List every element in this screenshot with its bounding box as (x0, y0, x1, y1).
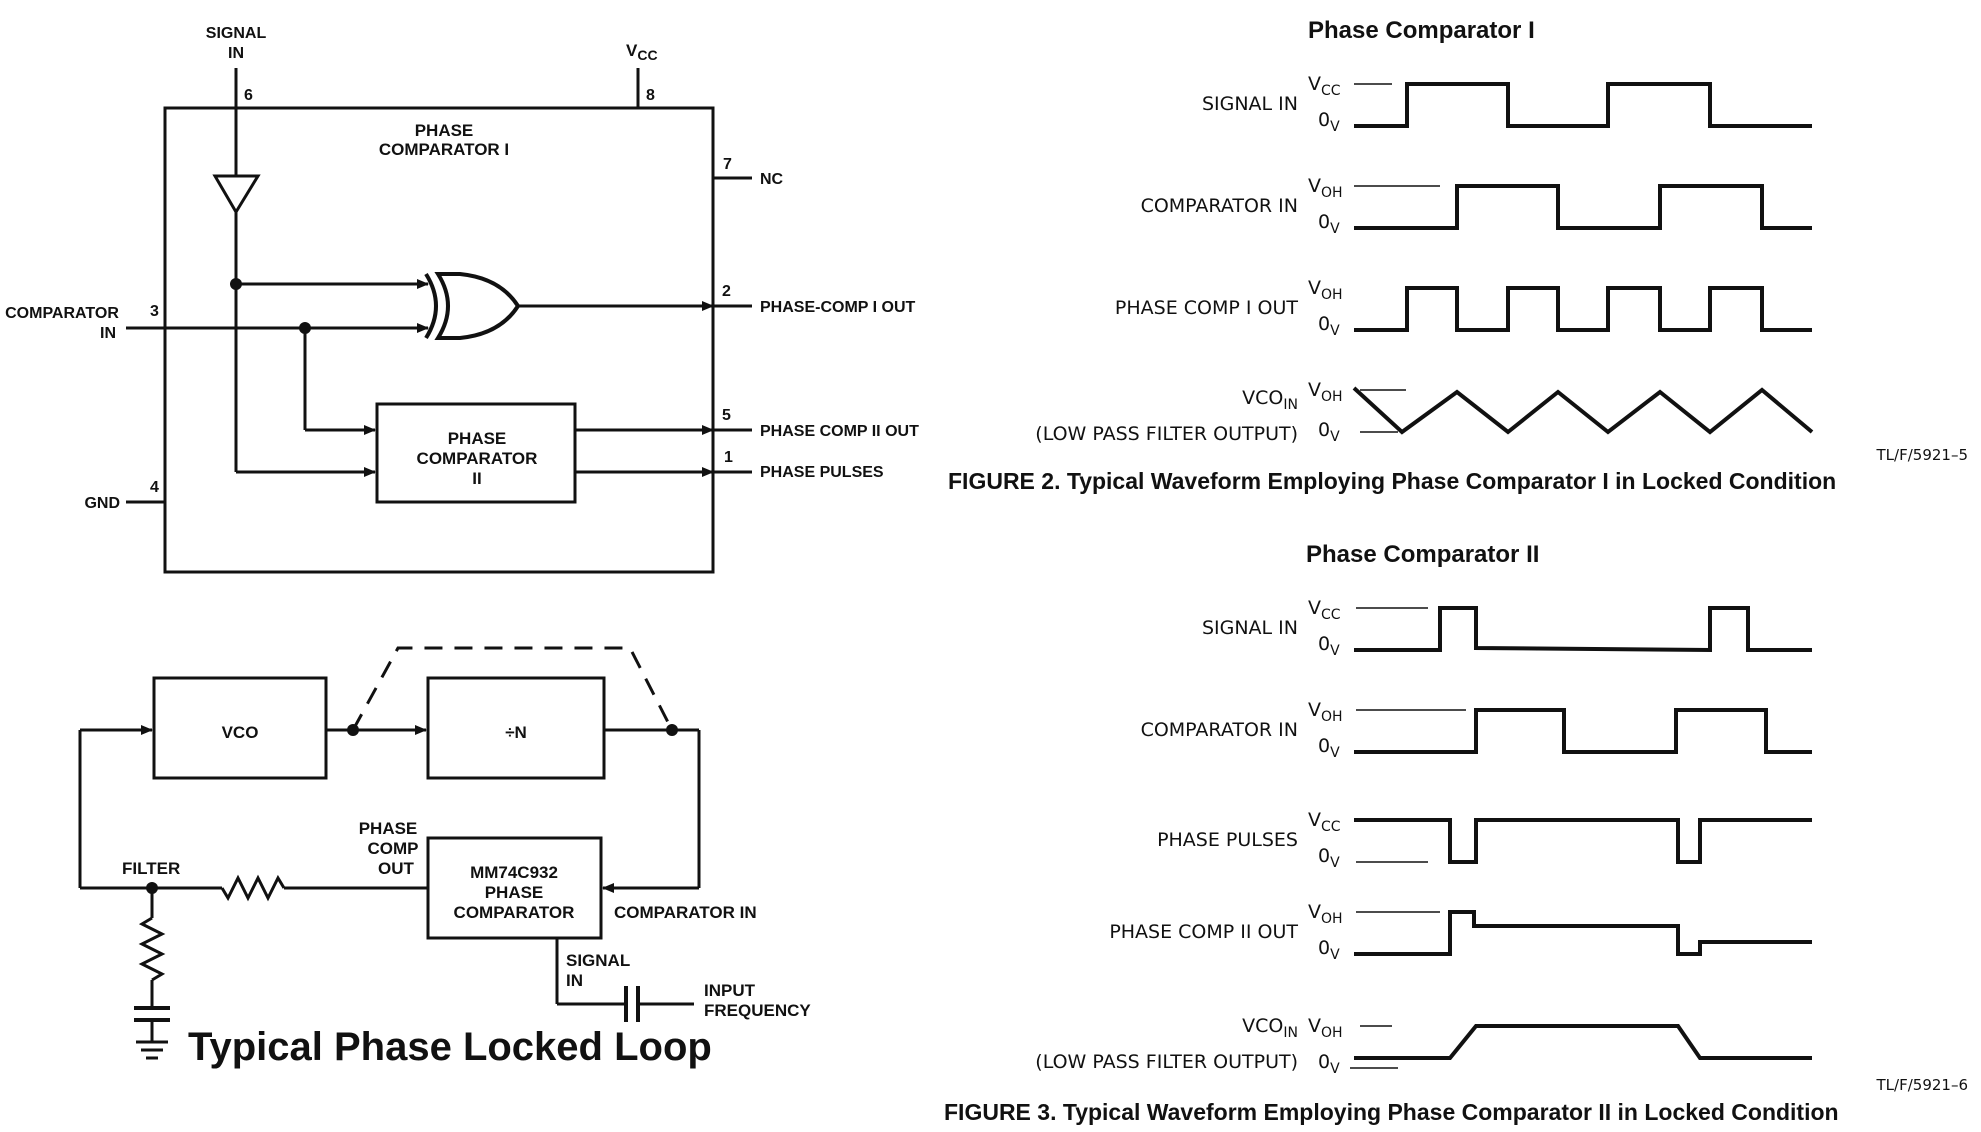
bypass-dashed-path (351, 646, 674, 731)
ground-icon (136, 1040, 168, 1060)
fig3-low-level: 0V (1318, 735, 1340, 761)
fig2-waveform-phase-comp-out (1354, 286, 1812, 332)
fig2-row-label: COMPARATOR IN (1141, 195, 1298, 217)
pc2-box (375, 402, 577, 504)
vco-box (152, 676, 328, 780)
out-pc2-label: PHASE COMP II OUT (760, 423, 919, 440)
fig2-low-level: 0V (1318, 313, 1340, 339)
fig3-row-label: PHASE PULSES (1157, 829, 1298, 851)
vcc-label: VCC (626, 41, 658, 63)
fig3-high-level: VOH (1308, 699, 1343, 725)
fig3-low-level: 0V (1318, 1051, 1340, 1077)
pin2-number: 2 (722, 283, 731, 300)
chip-label-3: COMPARATOR (454, 903, 575, 922)
fig2-row-label: VCOIN (1242, 387, 1298, 413)
fig3-low-level: 0V (1318, 633, 1340, 659)
comparator-in-label: COMPARATOR IN (614, 903, 757, 922)
fig3-waveform-signal-in (1354, 606, 1812, 653)
fig2-heading: Phase Comparator I (1308, 17, 1535, 44)
fig3-ref: TL/F/5921–6 (1876, 1076, 1968, 1094)
fig3-high-level: VOH (1308, 901, 1343, 927)
fig2-high-level: VOH (1308, 175, 1343, 201)
fig2-low-level: 0V (1318, 211, 1340, 237)
fig3-high-level: VOH (1308, 1015, 1343, 1041)
pc2-box-label-1: PHASE (448, 429, 507, 448)
fig3-row-label: SIGNAL IN (1202, 617, 1298, 639)
signal-in-label-1: SIGNAL (566, 951, 630, 970)
figure-3: Phase Comparator II SIGNAL IN VCC 0V COM… (944, 541, 1968, 1125)
block-diagram: SIGNAL IN 6 VCC 8 7 NC PHASE COMPARATOR … (5, 25, 919, 574)
pin5-number: 5 (722, 407, 731, 424)
fig2-waveform-vco-in (1352, 386, 1814, 435)
pin8-number: 8 (646, 87, 655, 104)
input-frequency-label-1: INPUT (704, 981, 756, 1000)
input-frequency-label-2: FREQUENCY (704, 1001, 811, 1020)
gnd-label: GND (84, 495, 120, 512)
pc2-box-label-3: II (472, 469, 481, 488)
fig3-waveform-phase-comp-out (1354, 910, 1812, 956)
fig2-ref: TL/F/5921–5 (1876, 446, 1968, 464)
pc-out-label-2: COMP (368, 839, 419, 858)
pll-diagram: VCO ÷N COMPARATOR IN MM74C932 PHASE COMP… (78, 646, 811, 1069)
divider-box (426, 676, 606, 780)
pin1-number: 1 (724, 449, 733, 466)
fig3-heading: Phase Comparator II (1306, 541, 1539, 568)
fig3-high-level: VCC (1308, 597, 1341, 623)
fig3-row-label: COMPARATOR IN (1141, 719, 1298, 741)
fig3-waveform-comparator-in (1354, 708, 1812, 754)
fig2-row-label: SIGNAL IN (1202, 93, 1298, 115)
pc-out-label-1: PHASE (359, 819, 418, 838)
fig3-waveform-vco-in (1354, 1024, 1812, 1060)
fig3-row-label-2: (LOW PASS FILTER OUTPUT) (1035, 1051, 1298, 1073)
fig2-high-level: VOH (1308, 277, 1343, 303)
resistor-icon (220, 874, 286, 902)
comparator-in-label-2: IN (100, 325, 116, 342)
fig3-waveform-phase-pulses (1354, 818, 1812, 864)
pin6-number: 6 (244, 87, 253, 104)
fig3-row-label: VCOIN (1242, 1015, 1298, 1041)
pc1-title-1: PHASE (415, 121, 474, 140)
fig2-caption: FIGURE 2. Typical Waveform Employing Pha… (948, 468, 1836, 494)
fig2-high-level: VCC (1308, 73, 1341, 99)
out-pc1-label: PHASE-COMP I OUT (760, 299, 916, 316)
pc-out-label-3: OUT (378, 859, 415, 878)
fig2-low-level: 0V (1318, 109, 1340, 135)
fig2-waveform-signal-in (1354, 82, 1812, 128)
fig3-row-label: PHASE COMP II OUT (1109, 921, 1298, 943)
pin7-number: 7 (723, 156, 732, 173)
pc1-title-2: COMPARATOR I (379, 140, 509, 159)
nc-label: NC (760, 171, 784, 188)
signal-in-label-2: IN (228, 45, 244, 62)
fig2-waveform-comparator-in (1354, 184, 1812, 230)
pin4-number: 4 (150, 479, 159, 496)
filter-label: FILTER (122, 859, 180, 878)
vco-label: VCO (222, 723, 259, 742)
divider-label: ÷N (505, 723, 527, 742)
chip-label-2: PHASE (485, 883, 544, 902)
fig2-row-label-2: (LOW PASS FILTER OUTPUT) (1035, 423, 1298, 445)
fig2-row-label: PHASE COMP I OUT (1115, 297, 1298, 319)
fig3-high-level: VCC (1308, 809, 1341, 835)
fig3-low-level: 0V (1318, 845, 1340, 871)
figure-2: Phase Comparator I SIGNAL IN VCC 0V COMP… (948, 17, 1968, 494)
fig3-low-level: 0V (1318, 937, 1340, 963)
resistor-icon (138, 916, 166, 982)
out-pulses-label: PHASE PULSES (760, 464, 884, 481)
pin3-number: 3 (150, 303, 159, 320)
fig2-high-level: VOH (1308, 379, 1343, 405)
chip-label-1: MM74C932 (470, 863, 558, 882)
signal-in-label-2: IN (566, 971, 583, 990)
pc2-box-label-2: COMPARATOR (417, 449, 538, 468)
signal-in-label-1: SIGNAL (206, 25, 267, 42)
comparator-in-label-1: COMPARATOR (5, 305, 119, 322)
fig3-caption: FIGURE 3. Typical Waveform Employing Pha… (944, 1099, 1839, 1125)
fig2-low-level: 0V (1318, 419, 1340, 445)
buffer-icon (212, 174, 261, 215)
pll-title: Typical Phase Locked Loop (188, 1025, 712, 1069)
xor-gate-icon (424, 272, 521, 340)
ic-outline (163, 106, 715, 574)
